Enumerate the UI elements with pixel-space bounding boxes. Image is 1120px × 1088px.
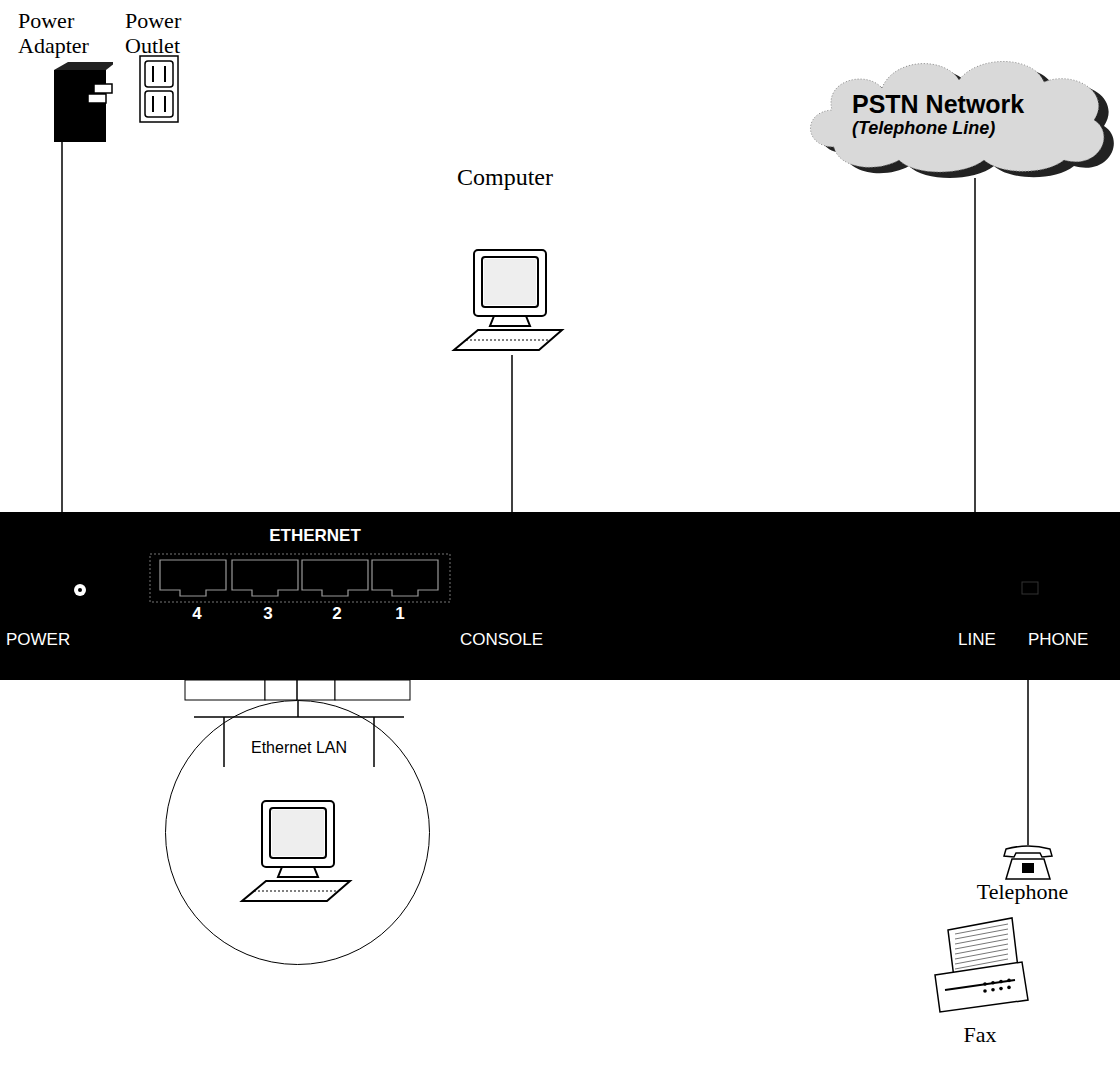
node-label: Power Adapter <box>18 8 113 59</box>
node-label: LINE <box>958 630 1018 650</box>
node-label: (Telephone Line) <box>852 118 1072 139</box>
node-label: Telephone <box>960 879 1085 904</box>
node-label: PHONE <box>1028 630 1108 650</box>
connector-line <box>1027 680 1029 845</box>
node-label: CONSOLE <box>460 630 580 650</box>
node-label: 3 <box>253 604 283 624</box>
device-panel <box>0 512 1120 680</box>
connector-line <box>296 680 298 700</box>
power-outlet <box>140 56 178 122</box>
fax-machine <box>935 918 1028 1012</box>
node-label: 4 <box>182 604 212 624</box>
node-label: POWER <box>6 630 96 650</box>
lan-circle: Ethernet LAN <box>165 700 430 965</box>
node-label: ETHERNET <box>245 526 385 546</box>
computer-node: Computer <box>430 160 580 355</box>
part-label: Power Outlet <box>125 8 215 59</box>
node-label: Computer <box>430 164 580 192</box>
connector-line <box>61 142 63 512</box>
device-panel: ETHERNET POWER 4 3 2 1CONSOLE LINE PHONE <box>0 512 1120 680</box>
node-label: 1 <box>385 604 415 624</box>
node-label: Ethernet LAN <box>236 739 362 757</box>
cloud-node: PSTN Network(Telephone Line) <box>790 52 1120 178</box>
adapter-node: Power Adapter <box>18 8 113 142</box>
port-bracket <box>185 680 410 700</box>
telephone-node: Telephone <box>960 845 1085 907</box>
connector-line <box>511 355 513 512</box>
node-label: PSTN Network <box>852 90 1072 119</box>
node-label: 2 <box>322 604 352 624</box>
part-label: Fax <box>945 1022 1015 1047</box>
connector-line <box>974 178 976 512</box>
